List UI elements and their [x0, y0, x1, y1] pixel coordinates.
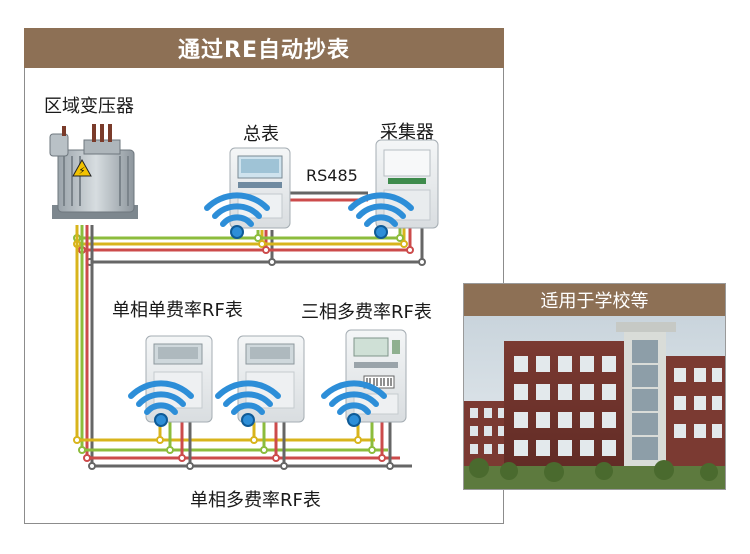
application-panel: 适用于学校等 [463, 283, 726, 490]
application-title: 适用于学校等 [464, 284, 725, 316]
wireless-icon [348, 192, 414, 239]
svg-text:⚡: ⚡ [78, 166, 85, 177]
transformer-label: 区域变压器 [44, 96, 134, 117]
wireless-icon [204, 192, 270, 239]
diagram-title: 通过RE自动抄表 [24, 28, 504, 68]
single-phase-meter-label: 单相单费率RF表 [112, 300, 243, 321]
three-phase-meter-icon [345, 329, 407, 423]
lower-bus [77, 420, 412, 468]
upper-bus [77, 228, 424, 264]
single-phase-meter-2 [237, 335, 305, 423]
master-meter-label: 总表 [243, 124, 279, 145]
school-building-image [464, 316, 725, 489]
transformer-icon: ⚡ [49, 124, 138, 219]
single-phase-meter-1 [145, 335, 213, 423]
rs485-link [290, 191, 368, 202]
wireless-icon [128, 380, 194, 427]
lower-junctions [73, 436, 394, 470]
collector-label: 采集器 [380, 122, 434, 143]
wireless-icon [321, 380, 387, 427]
wireless-icon [215, 380, 281, 427]
vertical-feeders [75, 225, 94, 466]
rs485-label: RS485 [306, 166, 358, 185]
multi-rate-meter-label: 单相多费率RF表 [190, 490, 321, 511]
three-phase-meter-label: 三相多费率RF表 [301, 302, 432, 323]
